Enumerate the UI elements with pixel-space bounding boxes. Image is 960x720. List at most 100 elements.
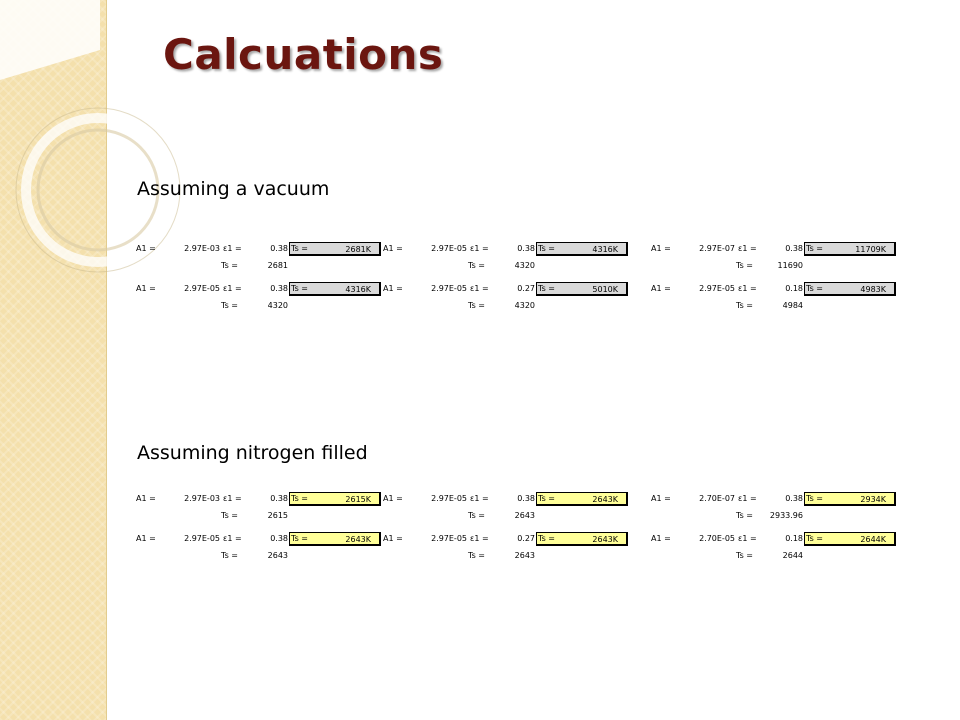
emissivity-value: 0.27 bbox=[517, 284, 535, 293]
check-temp-label: Ts = bbox=[736, 551, 753, 560]
area-label: A1 = bbox=[651, 284, 671, 293]
check-temp-label: Ts = bbox=[221, 511, 238, 520]
emissivity-label: ε1 = bbox=[223, 534, 242, 543]
area-label: A1 = bbox=[136, 534, 156, 543]
emissivity-label: ε1 = bbox=[738, 284, 757, 293]
area-value: 2.97E-03 bbox=[184, 244, 220, 253]
area-value: 2.97E-05 bbox=[431, 534, 467, 543]
surface-temp-label: Ts = bbox=[291, 534, 308, 543]
emissivity-value: 0.38 bbox=[270, 494, 288, 503]
area-label: A1 = bbox=[651, 244, 671, 253]
surface-temp-result: 5010K bbox=[536, 282, 628, 296]
check-temp-value: 4320 bbox=[267, 301, 288, 310]
emissivity-label: ε1 = bbox=[738, 494, 757, 503]
surface-temp-result: 2644K bbox=[804, 532, 896, 546]
area-value: 2.97E-05 bbox=[699, 284, 735, 293]
surface-temp-result: 2615K bbox=[289, 492, 381, 506]
area-value: 2.97E-05 bbox=[184, 284, 220, 293]
area-label: A1 = bbox=[383, 284, 403, 293]
emissivity-label: ε1 = bbox=[223, 244, 242, 253]
check-temp-label: Ts = bbox=[736, 511, 753, 520]
emissivity-label: ε1 = bbox=[223, 494, 242, 503]
surface-temp-result: 11709K bbox=[804, 242, 896, 256]
emissivity-value: 0.38 bbox=[517, 244, 535, 253]
check-temp-label: Ts = bbox=[468, 261, 485, 270]
surface-temp-result: 4316K bbox=[536, 242, 628, 256]
surface-temp-label: Ts = bbox=[538, 494, 555, 503]
surface-temp-label: Ts = bbox=[291, 244, 308, 253]
check-temp-value: 2643 bbox=[514, 511, 535, 520]
vacuum-heading: Assuming a vacuum bbox=[137, 178, 330, 200]
area-label: A1 = bbox=[651, 494, 671, 503]
check-temp-label: Ts = bbox=[221, 261, 238, 270]
emissivity-value: 0.38 bbox=[785, 494, 803, 503]
surface-temp-result: 2934K bbox=[804, 492, 896, 506]
check-temp-label: Ts = bbox=[736, 301, 753, 310]
surface-temp-result: 2643K bbox=[536, 532, 628, 546]
area-label: A1 = bbox=[136, 244, 156, 253]
surface-temp-result: 2643K bbox=[289, 532, 381, 546]
emissivity-value: 0.18 bbox=[785, 534, 803, 543]
check-temp-value: 11690 bbox=[777, 261, 803, 270]
area-value: 2.97E-05 bbox=[431, 284, 467, 293]
surface-temp-result: 4983K bbox=[804, 282, 896, 296]
check-temp-label: Ts = bbox=[736, 261, 753, 270]
surface-temp-result: 2681K bbox=[289, 242, 381, 256]
area-value: 2.97E-05 bbox=[184, 534, 220, 543]
check-temp-value: 4984 bbox=[782, 301, 803, 310]
surface-temp-label: Ts = bbox=[538, 244, 555, 253]
check-temp-label: Ts = bbox=[221, 301, 238, 310]
check-temp-value: 4320 bbox=[514, 261, 535, 270]
check-temp-value: 2644 bbox=[782, 551, 803, 560]
area-value: 2.97E-05 bbox=[431, 244, 467, 253]
emissivity-value: 0.38 bbox=[517, 494, 535, 503]
area-label: A1 = bbox=[651, 534, 671, 543]
emissivity-value: 0.27 bbox=[517, 534, 535, 543]
check-temp-value: 2643 bbox=[514, 551, 535, 560]
area-label: A1 = bbox=[383, 534, 403, 543]
check-temp-value: 2615 bbox=[267, 511, 288, 520]
emissivity-label: ε1 = bbox=[470, 534, 489, 543]
check-temp-value: 2681 bbox=[267, 261, 288, 270]
check-temp-label: Ts = bbox=[468, 301, 485, 310]
check-temp-label: Ts = bbox=[468, 551, 485, 560]
emissivity-label: ε1 = bbox=[738, 244, 757, 253]
surface-temp-label: Ts = bbox=[806, 244, 823, 253]
nitrogen-heading: Assuming nitrogen filled bbox=[137, 442, 368, 464]
area-value: 2.70E-07 bbox=[699, 494, 735, 503]
surface-temp-label: Ts = bbox=[291, 284, 308, 293]
emissivity-label: ε1 = bbox=[470, 494, 489, 503]
surface-temp-label: Ts = bbox=[291, 494, 308, 503]
emissivity-value: 0.38 bbox=[270, 284, 288, 293]
emissivity-label: ε1 = bbox=[738, 534, 757, 543]
area-value: 2.70E-05 bbox=[699, 534, 735, 543]
emissivity-label: ε1 = bbox=[470, 284, 489, 293]
circle-ring-decoration bbox=[0, 0, 181, 273]
page-title: Calcuations bbox=[163, 30, 444, 79]
surface-temp-label: Ts = bbox=[806, 494, 823, 503]
area-label: A1 = bbox=[136, 284, 156, 293]
surface-temp-result: 4316K bbox=[289, 282, 381, 296]
check-temp-value: 2933.96 bbox=[769, 511, 803, 520]
check-temp-value: 4320 bbox=[514, 301, 535, 310]
surface-temp-label: Ts = bbox=[538, 284, 555, 293]
area-value: 2.97E-05 bbox=[431, 494, 467, 503]
area-label: A1 = bbox=[383, 494, 403, 503]
emissivity-value: 0.18 bbox=[785, 284, 803, 293]
surface-temp-label: Ts = bbox=[806, 534, 823, 543]
emissivity-value: 0.38 bbox=[270, 244, 288, 253]
check-temp-label: Ts = bbox=[468, 511, 485, 520]
emissivity-value: 0.38 bbox=[270, 534, 288, 543]
surface-temp-label: Ts = bbox=[538, 534, 555, 543]
surface-temp-result: 2643K bbox=[536, 492, 628, 506]
area-value: 2.97E-07 bbox=[699, 244, 735, 253]
check-temp-value: 2643 bbox=[267, 551, 288, 560]
emissivity-label: ε1 = bbox=[470, 244, 489, 253]
area-label: A1 = bbox=[136, 494, 156, 503]
emissivity-label: ε1 = bbox=[223, 284, 242, 293]
area-label: A1 = bbox=[383, 244, 403, 253]
surface-temp-label: Ts = bbox=[806, 284, 823, 293]
check-temp-label: Ts = bbox=[221, 551, 238, 560]
emissivity-value: 0.38 bbox=[785, 244, 803, 253]
area-value: 2.97E-03 bbox=[184, 494, 220, 503]
